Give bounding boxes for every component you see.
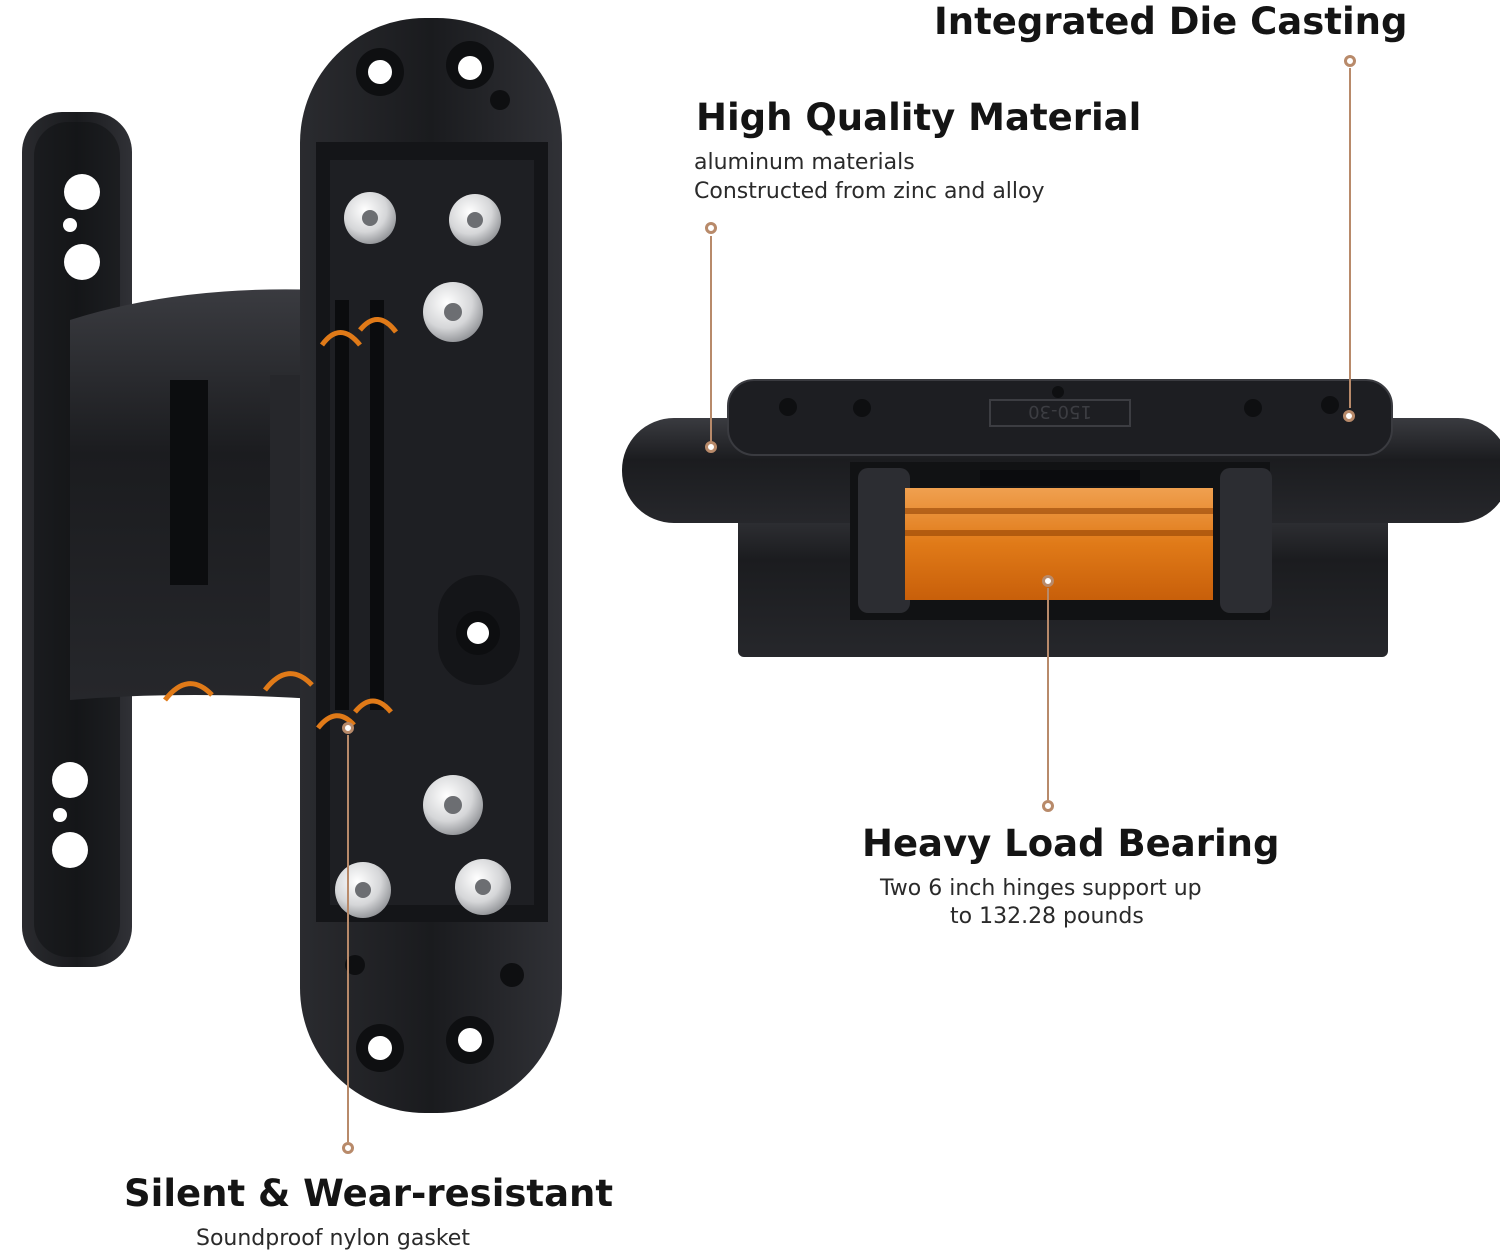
engraving-text: 150-30 — [1028, 401, 1092, 422]
material-callout-dot — [705, 222, 717, 234]
load-line-2: to 132.28 pounds — [950, 904, 1144, 929]
material-callout-line — [710, 236, 712, 442]
load-target-dot — [1042, 575, 1054, 587]
silent-callout-line — [347, 735, 349, 1142]
die-casting-title: Integrated Die Casting — [934, 0, 1408, 43]
load-callout-dot — [1042, 800, 1054, 812]
material-line-1: aluminum materials — [694, 150, 915, 175]
silent-title: Silent & Wear-resistant — [124, 1172, 614, 1215]
load-callout-line — [1047, 588, 1049, 800]
silent-callout-dot — [342, 1142, 354, 1154]
die-casting-target-dot — [1343, 410, 1355, 422]
material-target-dot — [705, 441, 717, 453]
die-casting-callout-dot — [1344, 55, 1356, 67]
silent-target-dot — [342, 722, 354, 734]
hinge-open-image — [22, 18, 562, 1113]
hinge-side-image: 150-30 — [622, 379, 1500, 657]
material-line-2: Constructed from zinc and alloy — [694, 179, 1045, 204]
load-title: Heavy Load Bearing — [862, 822, 1280, 865]
die-casting-callout-line — [1349, 68, 1351, 408]
material-title: High Quality Material — [696, 96, 1142, 139]
silent-line-1: Soundproof nylon gasket — [196, 1226, 470, 1251]
load-line-1: Two 6 inch hinges support up — [880, 876, 1202, 901]
